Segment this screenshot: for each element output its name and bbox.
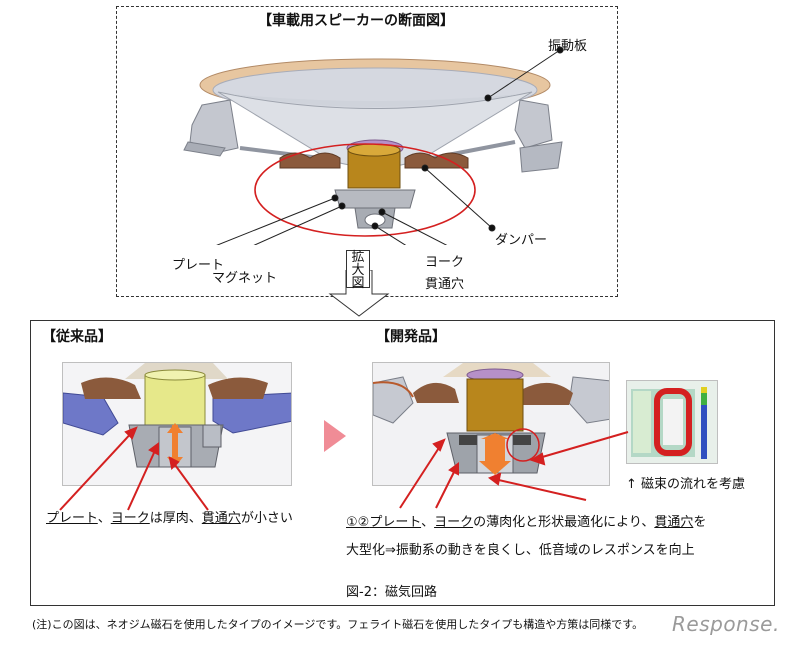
magnify-label: 拡 大 図 [346, 250, 370, 288]
magnify-char-3: 図 [347, 277, 369, 290]
developed-note-line2: 大型化⇒振動系の動きを良くし、低音域のレスポンスを向上 [346, 544, 695, 557]
note-yoke: ヨーク [111, 511, 150, 526]
dev-note-sep: 、 [421, 515, 434, 530]
dev-note-thin: の薄肉化と形状最適化により、 [473, 515, 654, 530]
label-yoke: ヨーク [425, 256, 464, 269]
developed-note-line1: ①②プレート、ヨークの薄肉化と形状最適化により、貫通穴を [346, 516, 706, 529]
response-logo-text: Response. [672, 612, 780, 636]
label-magnet: マグネット [212, 272, 277, 285]
figure-caption: 図-2：磁気回路 [346, 586, 437, 599]
note-small: が小さい [241, 511, 293, 526]
dev-note-through-hole: 貫通穴 [654, 515, 693, 530]
speaker-cross-section-illustration [170, 30, 590, 245]
label-damper: ダンパー [495, 234, 547, 247]
dev-note-plate: プレート [369, 515, 421, 530]
dev-note-wo: を [693, 515, 706, 530]
footnote: (注)この図は、ネオジム磁石を使用したタイプのイメージです。フェライト磁石を使用… [32, 616, 643, 632]
speaker-section-title: 【車載用スピーカーの断面図】 [258, 14, 454, 28]
label-through-hole: 貫通穴 [425, 278, 464, 291]
conventional-note: プレート、ヨークは厚肉、貫通穴が小さい [46, 512, 293, 525]
dev-note-yoke: ヨーク [434, 515, 473, 530]
note-through-hole: 貫通穴 [202, 511, 241, 526]
response-logo: Response. [672, 612, 780, 636]
dev-note-numbers: ①② [346, 515, 369, 530]
label-vibration-plate: 振動板 [548, 40, 587, 53]
note-plate: プレート [46, 511, 98, 526]
red-leader-arrows [30, 320, 775, 540]
note-thick: は厚肉、 [150, 511, 202, 526]
note-sep: 、 [98, 511, 111, 526]
